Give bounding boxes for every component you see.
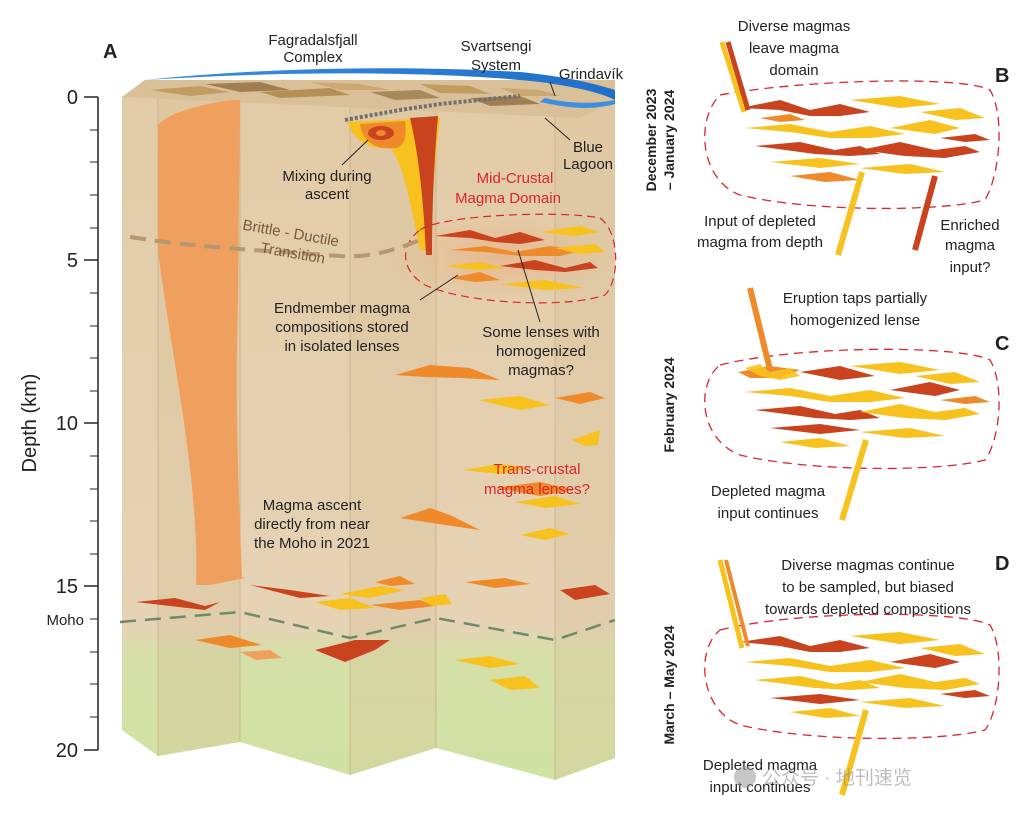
label-mixing-2: ascent	[305, 186, 350, 203]
label-endmember-1: Endmember magma	[274, 300, 411, 317]
label-homog-3: magmas?	[508, 362, 574, 379]
panel-c-eruption-conduit	[747, 287, 773, 371]
panel-a-letter: A	[103, 41, 117, 63]
panel-d-letter: D	[995, 553, 1009, 575]
wechat-icon	[734, 766, 756, 788]
mid-crustal-lenses	[435, 226, 605, 290]
tick-label-5: 5	[67, 250, 78, 272]
label-ascent-3: the Moho in 2021	[254, 535, 370, 552]
svartsengi-conduit-enriched	[410, 116, 438, 255]
mixing-core-inner	[376, 130, 386, 136]
mid-crustal-domain-outline	[405, 213, 617, 304]
label-mixing-1: Mixing during	[282, 168, 371, 185]
label-svartsengi-2: System	[471, 57, 521, 74]
panel-a-leader-lines	[341, 81, 571, 323]
tick-label-15: 15	[56, 576, 78, 598]
panel-d-bottom-1: Depleted magma	[703, 757, 818, 774]
depth-axis	[84, 96, 99, 751]
panel-c-period: February 2024	[661, 357, 677, 452]
watermark-text: 公众号 · 地刊速览	[762, 767, 912, 789]
panel-d-top-2: to be sampled, but biased	[782, 579, 954, 596]
deep-lenses	[136, 365, 610, 690]
lava-field-texture	[150, 82, 560, 106]
panel-b-enriched-exit	[725, 41, 751, 111]
panel-b-top-2: leave magma	[749, 40, 840, 57]
label-trans-2: magma lenses?	[484, 481, 590, 498]
brittle-ductile-line	[129, 235, 421, 259]
panel-d-domain-outline	[704, 613, 1000, 740]
panel-b-top-3: domain	[769, 62, 818, 79]
label-mid-crustal-2: Magma Domain	[455, 190, 561, 207]
label-endmember-3: in isolated lenses	[284, 338, 399, 355]
panel-d-period: March – May 2024	[661, 625, 677, 744]
panel-c-letter: C	[995, 333, 1009, 355]
panel-b-period-2: – January 2024	[661, 90, 677, 191]
fissure-line	[344, 94, 521, 122]
tick-label-10: 10	[56, 413, 78, 435]
label-fagradalsfjall-1: Fagradalsfjall	[268, 32, 357, 49]
panel-c-bottom-2: input continues	[718, 505, 819, 522]
label-fagradalsfjall-2: Complex	[283, 49, 343, 66]
panel-b-depleted-input	[835, 171, 865, 256]
panel-d-depleted-exit	[717, 559, 745, 649]
label-homog-2: homogenized	[496, 343, 586, 360]
label-homog-1: Some lenses with	[482, 324, 600, 341]
watermark: 公众号 · 地刊速览	[734, 766, 912, 789]
panel-b-depleted-1: Input of depleted	[704, 213, 816, 230]
tick-label-20: 20	[56, 740, 78, 762]
panel-d-top-1: Diverse magmas continue	[781, 557, 954, 574]
panel-b-top-1: Diverse magmas	[738, 18, 851, 35]
panel-b-enriched-3: input?	[950, 259, 991, 276]
panel-c: C February 2024 Eruption taps partially …	[661, 287, 1009, 522]
panel-b-depleted-2: magma from depth	[697, 234, 823, 251]
panel-b: B December 2023 – January 2024 Diverse m…	[643, 18, 1009, 276]
panel-b-letter: B	[995, 65, 1009, 87]
label-trans-1: Trans-crustal	[494, 461, 581, 478]
panel-b-enriched-1: Enriched	[940, 217, 999, 234]
panel-b-enriched-input	[912, 175, 938, 251]
label-ascent-1: Magma ascent	[263, 497, 362, 514]
panel-c-depleted-input	[839, 439, 869, 521]
fagradalsfjall-conduit	[158, 100, 242, 585]
panel-c-top-1: Eruption taps partially	[783, 290, 928, 307]
label-endmember-2: compositions stored	[275, 319, 408, 336]
panel-c-bottom-1: Depleted magma	[711, 483, 826, 500]
panel-d-lenses	[740, 632, 990, 718]
panel-d-depleted-input	[839, 709, 869, 796]
domain-glow	[385, 212, 615, 302]
panel-d-top-3: towards depleted compositions	[765, 601, 971, 618]
label-mid-crustal-1: Mid-Crustal	[477, 170, 554, 187]
label-grindavik: Grindavík	[559, 66, 624, 83]
moho-label: Moho	[46, 612, 84, 629]
panel-a: A	[19, 32, 624, 780]
coast-water	[540, 98, 615, 108]
label-ascent-2: directly from near	[254, 516, 370, 533]
panel-c-domain-outline	[704, 348, 1000, 470]
ocean	[145, 68, 615, 100]
panel-d-mixed-exit	[724, 559, 750, 647]
panel-b-depleted-exit	[719, 41, 747, 113]
panel-b-period-1: December 2023	[643, 88, 659, 191]
label-svartsengi-1: Svartsengi	[461, 38, 532, 55]
moho-line	[119, 610, 616, 642]
panel-b-lenses	[740, 96, 990, 182]
panel-d: D March – May 2024 Diverse magmas contin…	[661, 553, 1009, 796]
y-axis-title: Depth (km)	[19, 374, 41, 473]
tick-label-0: 0	[67, 87, 78, 109]
panel-d-bottom-2: input continues	[710, 779, 811, 796]
panel-b-enriched-2: magma	[945, 237, 996, 254]
panel-c-lenses	[738, 362, 990, 448]
panel-c-top-2: homogenized lense	[790, 312, 920, 329]
label-blue-lagoon-1: Blue	[573, 139, 603, 156]
label-blue-lagoon-2: Lagoon	[563, 156, 613, 173]
